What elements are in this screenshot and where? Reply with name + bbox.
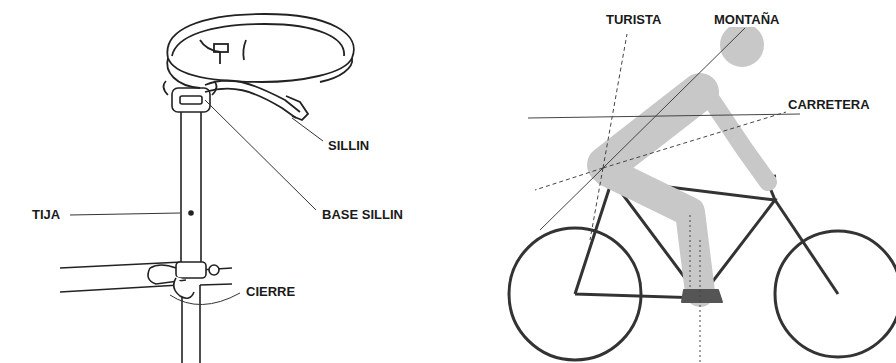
saddle [243, 40, 246, 60]
saddle [286, 96, 308, 120]
angle-line [690, 215, 691, 290]
seat-clamp [148, 262, 219, 298]
frame-tubes [200, 284, 232, 285]
rider [608, 172, 700, 292]
part-label: TIJA [30, 207, 62, 222]
saddle [167, 58, 200, 88]
rider [682, 290, 722, 302]
frame-tubes [199, 285, 201, 363]
angle-line [528, 114, 800, 118]
saddle [214, 44, 228, 52]
seat-clamp [209, 265, 219, 275]
position-label: CARRETERA [786, 97, 872, 112]
leader-line [205, 100, 316, 210]
bicycle [775, 231, 896, 357]
angle-line [603, 112, 786, 168]
saddle [167, 14, 354, 120]
leader-line [70, 213, 180, 215]
saddle [320, 58, 352, 82]
angle-line [700, 240, 701, 362]
angle-line [535, 168, 603, 190]
bicycle [775, 200, 838, 294]
angle-line [603, 34, 627, 168]
saddle-base [172, 88, 210, 112]
part-label: SILLIN [326, 138, 371, 153]
saddle-base [163, 81, 168, 95]
seat-clamp [176, 262, 206, 278]
rider [606, 23, 768, 302]
frame-tubes [60, 285, 180, 292]
rider [720, 23, 764, 67]
seatpost [189, 211, 193, 215]
leader-line [292, 118, 323, 141]
part-label: BASE SILLIN [320, 207, 405, 222]
part-label: CIERRE [244, 284, 297, 299]
position-label: TURISTA [604, 12, 663, 27]
leader-line [170, 293, 240, 305]
angle-line [540, 168, 603, 230]
frame-tubes [60, 262, 232, 363]
angle-line [603, 28, 745, 168]
saddle-base [180, 96, 202, 104]
position-label: MONTAÑA [712, 12, 781, 27]
leader-line [70, 100, 323, 305]
frame-tubes [60, 262, 182, 268]
angle-line [528, 28, 800, 362]
saddle [167, 14, 353, 82]
angle-line [590, 168, 603, 240]
rider [706, 92, 768, 182]
saddle [172, 24, 344, 56]
seat-clamp [150, 265, 176, 268]
saddle [205, 80, 300, 112]
seatpost [181, 110, 201, 268]
seatpost [181, 110, 201, 268]
rider [606, 92, 700, 165]
seat-clamp [174, 278, 194, 298]
